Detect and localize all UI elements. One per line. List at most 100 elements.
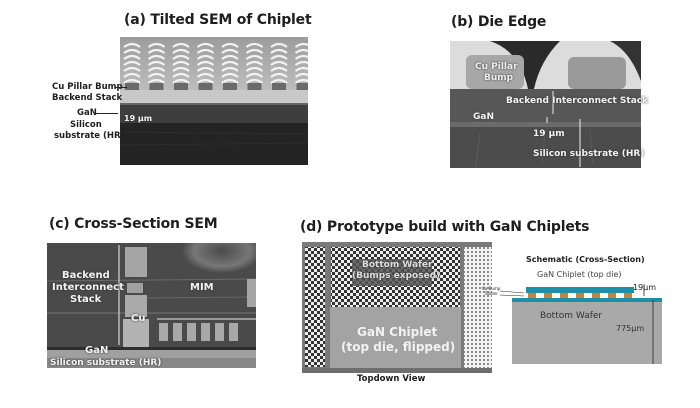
label-backend-interconnect-b: Backend Interconnect Stack — [506, 96, 649, 106]
bump-arc — [245, 78, 264, 84]
bump-arc — [123, 48, 141, 54]
topdown-view-caption: Topdown View — [357, 374, 426, 384]
bump-arc — [147, 72, 166, 78]
die-edge-sem-graphic — [450, 41, 641, 168]
label-solder: Solder — [485, 291, 498, 296]
label-substrate-a: substrate (HR) — [54, 131, 125, 141]
bump-arc — [221, 60, 239, 66]
label-backend-stack: Backend Stack — [52, 93, 123, 103]
bump-arc — [147, 54, 166, 60]
bump-arc — [123, 72, 141, 78]
cu-pillar-base — [174, 83, 188, 90]
tilted-sem-graphic — [120, 37, 308, 165]
schematic-bump — [536, 293, 544, 298]
label-775um: 775µm — [616, 324, 645, 333]
label-gan-a: GaN — [77, 108, 97, 118]
label-cu-bump: Cu Bump — [482, 286, 501, 291]
label-cu-pillar-bump: Cu Pillar Bump — [52, 82, 123, 92]
cu-pillar-base — [296, 83, 308, 90]
mim-block — [159, 323, 168, 341]
bump-arc — [196, 42, 215, 48]
bump-arc — [221, 78, 239, 84]
bump-arc — [172, 60, 190, 66]
schematic-title: Schematic (Cross-Section) — [526, 255, 645, 264]
label-cu-c: Cu — [131, 313, 146, 324]
mim-block — [173, 323, 182, 341]
bump-arc — [123, 60, 141, 66]
schematic-bump — [584, 293, 592, 298]
schematic-bump — [616, 293, 624, 298]
cu-pillar-base — [198, 83, 213, 90]
label-silicon-c: Silicon substrate (HR) — [50, 358, 162, 368]
cross-section-sem-graphic — [47, 243, 256, 368]
schematic-bump — [608, 293, 616, 298]
panel-c-title: (c) Cross-Section SEM — [49, 216, 218, 232]
label-gan-chiplet-top-die: GaN Chiplet (top die) — [537, 270, 622, 279]
label-gan-c: GaN — [85, 345, 109, 356]
label-19um-b: 19 µm — [533, 129, 565, 139]
bump-arc — [245, 66, 264, 72]
bump-arc — [221, 42, 239, 48]
label-backend-c: Backend — [62, 270, 110, 281]
label-bottom-wafer-schematic: Bottom Wafer — [540, 311, 603, 321]
bump-arc — [270, 66, 288, 72]
bump-arc — [172, 72, 190, 78]
bump-arc — [123, 54, 141, 60]
bump-arc — [172, 48, 190, 54]
label-mim: MIM — [190, 282, 214, 293]
label-silicon-b: Silicon substrate (HR) — [533, 149, 645, 159]
label-stack-c: Stack — [70, 294, 102, 305]
cu-pillar-base — [125, 83, 139, 90]
bump-arc — [196, 48, 215, 54]
bump-arc — [196, 66, 215, 72]
cu-pillar-base — [223, 83, 237, 90]
schematic-bump — [560, 293, 568, 298]
bump-arc — [196, 54, 215, 60]
bump-arc — [221, 48, 239, 54]
bump-arc — [270, 72, 288, 78]
panel-a-sem-image — [120, 37, 308, 165]
schematic-bump — [600, 293, 608, 298]
bump-arc — [245, 48, 264, 54]
bump-arc — [294, 78, 308, 84]
bump-arc — [270, 42, 288, 48]
bump-arc — [245, 42, 264, 48]
schematic-bump — [552, 293, 560, 298]
bump-arc — [245, 60, 264, 66]
bump-arc — [270, 78, 288, 84]
bump-arc — [123, 66, 141, 72]
label-bottom-wafer-topdown: Bottom Wafer — [362, 260, 433, 270]
label-gan-chiplet-topdown: GaN Chiplet — [357, 325, 438, 339]
label-bumps-exposed: (Bumps exposed) — [352, 271, 441, 281]
bump-arc — [147, 42, 166, 48]
bump-arc — [196, 60, 215, 66]
bump-arc — [172, 66, 190, 72]
panel-a-title: (a) Tilted SEM of Chiplet — [124, 12, 312, 28]
bump-arc — [245, 54, 264, 60]
bump-arc — [123, 42, 141, 48]
label-top-die-flipped: (top die, flipped) — [341, 340, 456, 354]
panel-b-sem-image — [450, 41, 641, 168]
bump-arc — [294, 66, 308, 72]
label-interconnect-c: Interconnect — [52, 282, 124, 293]
bump-arc — [294, 60, 308, 66]
bump-arc — [172, 42, 190, 48]
bump-arc — [294, 72, 308, 78]
label-silicon-a: Silicon — [70, 120, 102, 130]
bottom-wafer-body — [512, 302, 662, 364]
panel-d-title: (d) Prototype build with GaN Chiplets — [300, 219, 590, 235]
bump-arc — [147, 60, 166, 66]
mim-block — [201, 323, 210, 341]
bump-arc — [270, 60, 288, 66]
bump-arc — [245, 72, 264, 78]
schematic-bump — [624, 293, 632, 298]
bump-arc — [196, 72, 215, 78]
bump-arc — [196, 78, 215, 84]
bottom-wafer-blue-layer — [512, 298, 662, 302]
cu-pillar-base — [247, 83, 262, 90]
bump-arc — [221, 66, 239, 72]
mim-block — [229, 323, 238, 341]
schematic-bump — [528, 293, 536, 298]
label-bump-b: Bump — [484, 73, 514, 83]
mim-block — [215, 323, 224, 341]
